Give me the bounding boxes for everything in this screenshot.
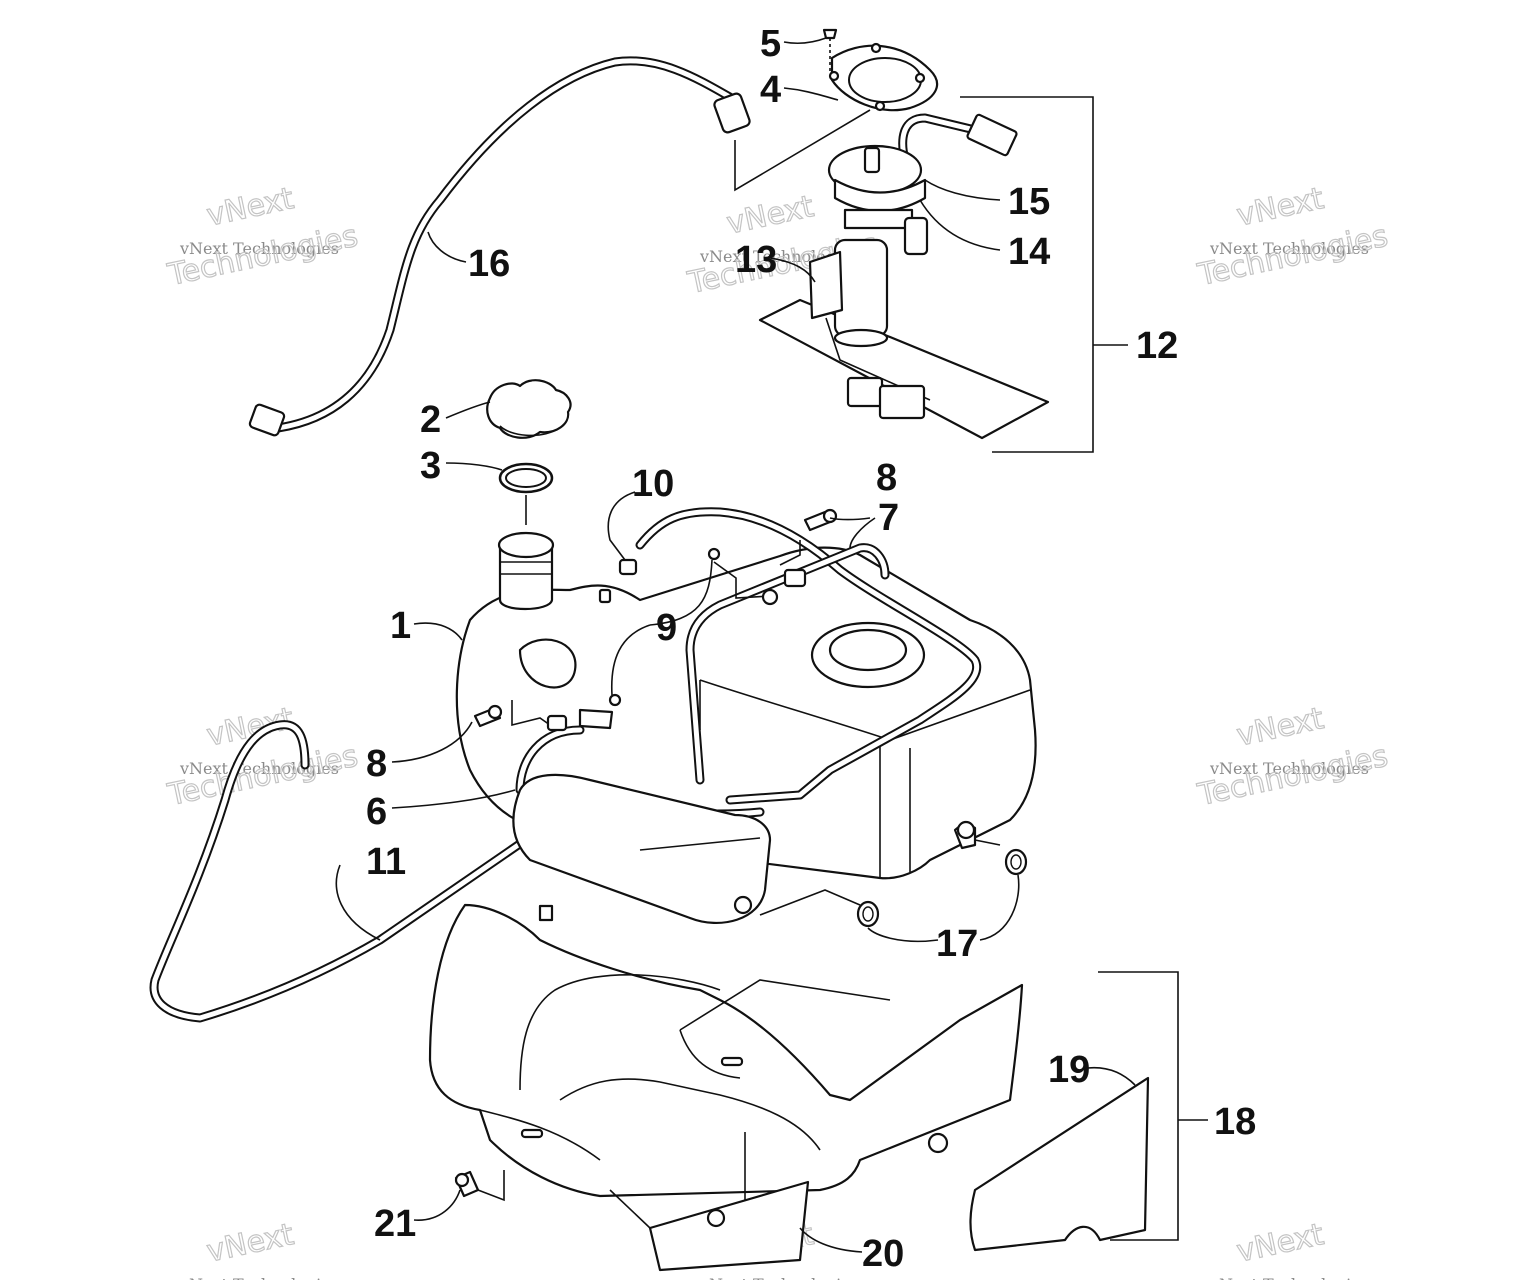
svg-text:vNext: vNext: [1234, 181, 1327, 234]
nut-9: [608, 547, 779, 707]
svg-text:vNext: vNext: [724, 189, 817, 242]
watermark-bottom-right: vNext vNext Technologies: [1209, 1216, 1369, 1280]
svg-text:Technologies: Technologies: [1194, 219, 1391, 294]
grommet-17: [759, 839, 1028, 928]
callout-1: 1: [390, 605, 411, 647]
callout-2: 2: [420, 399, 441, 441]
o-ring-3: [498, 462, 554, 525]
strap-7: [685, 540, 890, 785]
callout-13: 13: [735, 239, 777, 281]
callout-15: 15: [1008, 181, 1050, 223]
bolt-8-lower: [473, 700, 568, 732]
callout-20: 20: [862, 1233, 904, 1275]
callout-12: 12: [1136, 325, 1178, 367]
svg-text:vNext: vNext: [1234, 701, 1327, 754]
svg-text:vNext Technologies: vNext Technologies: [1209, 759, 1369, 778]
panel-20: [609, 1132, 810, 1272]
watermark-mid-right: vNext vNext Technologies Technologies: [1194, 700, 1392, 814]
svg-text:vNext Technologies: vNext Technologies: [1209, 239, 1369, 258]
panel-19: [969, 1076, 1150, 1252]
svg-text:vNext: vNext: [204, 1217, 297, 1270]
callout-6: 6: [366, 791, 387, 833]
callout-17: 17: [936, 923, 978, 965]
callout-16: 16: [468, 243, 510, 285]
watermark-top-left: vNext vNext Technologies Technologies: [164, 180, 362, 294]
callout-8-lower: 8: [366, 743, 387, 785]
vent-hose-16: [248, 56, 751, 437]
svg-text:vNext: vNext: [1234, 1217, 1327, 1270]
svg-text:Technologies: Technologies: [1194, 739, 1391, 814]
bolt-21: [454, 1170, 505, 1202]
svg-text:Technologies: Technologies: [164, 739, 361, 814]
callout-5: 5: [760, 23, 781, 65]
fuel-pump-assembly-12: [734, 109, 1050, 440]
svg-text:vNext: vNext: [204, 181, 297, 234]
bolt-8-upper: [803, 508, 838, 532]
fuel-cap-2: [486, 379, 572, 439]
callout-19: 19: [1048, 1049, 1090, 1091]
callout-21: 21: [374, 1203, 416, 1245]
lower-reservoir: [512, 773, 772, 925]
skid-plate-18: [428, 903, 1208, 1241]
svg-text:vNext Technologies: vNext Technologies: [699, 1275, 859, 1280]
callout-9: 9: [656, 607, 677, 649]
svg-text:vNext Technologies: vNext Technologies: [179, 1275, 339, 1280]
watermark-bottom-left: vNext vNext Technologies: [179, 1216, 339, 1280]
callouts: 5 4 15 14 13 16 12 2 3 10 8 7 9 1 8 6 11…: [366, 23, 1256, 1275]
leader-lines: [335, 37, 1136, 1253]
strap-6: [515, 708, 614, 795]
callout-8-top: 8: [876, 457, 897, 499]
svg-text:vNext Technologies: vNext Technologies: [1209, 1275, 1369, 1280]
callout-3: 3: [420, 445, 441, 487]
bracket-12: [960, 96, 1128, 453]
screw-5: [822, 28, 838, 72]
callout-10: 10: [632, 463, 674, 505]
watermark-mid-left: vNext vNext Technologies Technologies: [164, 700, 362, 814]
breather-line-10: [598, 507, 982, 805]
callout-14: 14: [1008, 231, 1050, 273]
gasket-4: [828, 42, 939, 112]
svg-text:vNext Technologies: vNext Technologies: [179, 759, 339, 778]
svg-text:vNext Technologies: vNext Technologies: [179, 239, 339, 258]
callout-7: 7: [878, 497, 899, 539]
watermark-top-right: vNext vNext Technologies Technologies: [1194, 180, 1392, 294]
callout-18: 18: [1214, 1101, 1256, 1143]
callout-4: 4: [760, 69, 781, 111]
svg-text:Technologies: Technologies: [164, 219, 361, 294]
callout-11: 11: [366, 841, 406, 883]
